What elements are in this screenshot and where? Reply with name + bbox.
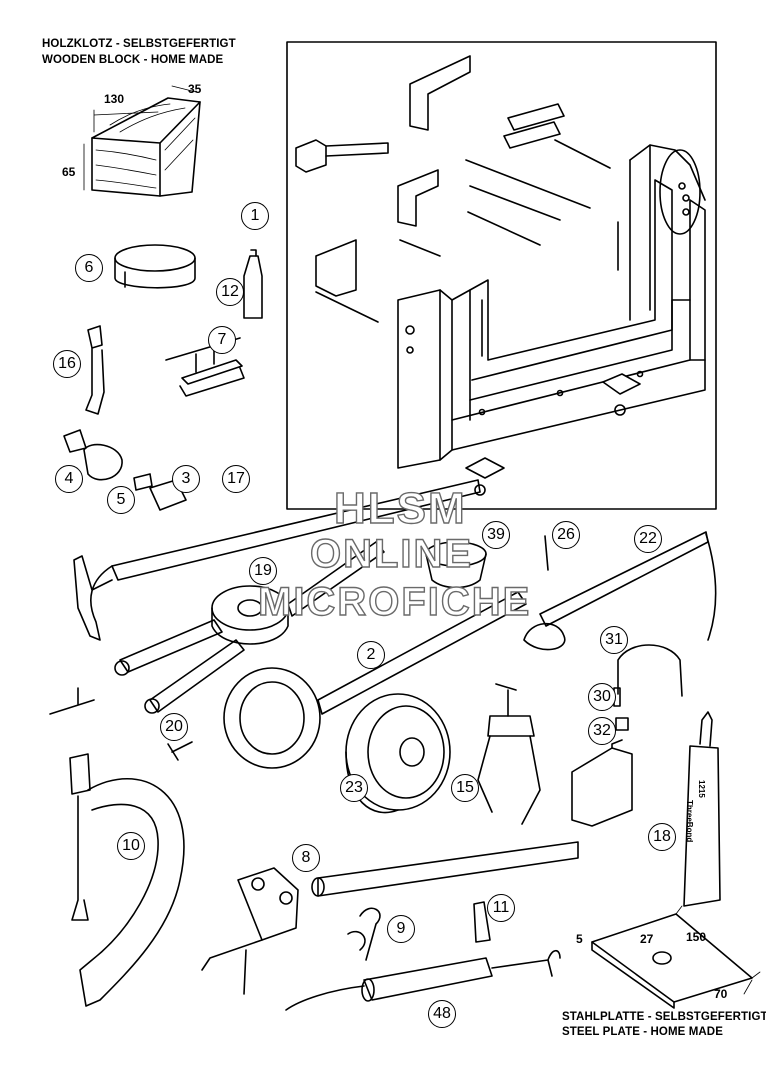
callout-48: 48 [428, 1000, 456, 1028]
callout-2: 2 [357, 641, 385, 669]
wood-caption-en: WOODEN BLOCK - HOME MADE [42, 54, 224, 66]
ring-drawing [115, 245, 195, 288]
watermark-line2: ONLINE [309, 531, 474, 576]
pin-26-drawing [545, 536, 548, 570]
bolt-20-drawing [168, 742, 192, 760]
threebond-brand-label: ThreeBond [685, 800, 694, 843]
callout-18: 18 [648, 823, 676, 851]
insert-11-drawing [474, 902, 490, 942]
stand-kit-drawing [296, 56, 705, 495]
callout-30: 30 [588, 683, 616, 711]
spanner-19-drawing [115, 542, 384, 713]
tool-9-drawing [348, 908, 380, 960]
callout-17: 17 [222, 465, 250, 493]
plate-thickness-label: 5 [576, 932, 583, 946]
callout-39: 39 [482, 521, 510, 549]
press-tool-drawing [50, 688, 184, 1006]
callout-7: 7 [208, 326, 236, 354]
callout-4: 4 [55, 465, 83, 493]
watermark-line3: MICROFICHE [257, 579, 532, 624]
callout-26: 26 [552, 521, 580, 549]
chain-wrench-drawing [524, 532, 716, 650]
plate-caption-de: STAHLPLATTE - SELBSTGEFERTIGT [562, 1011, 766, 1023]
watermark-line1: HLSM [333, 483, 467, 533]
bar-8-drawing [202, 842, 578, 994]
fork-tool-drawing [74, 480, 480, 640]
steel-plate-drawing [592, 906, 760, 1008]
callout-31: 31 [600, 626, 628, 654]
threebond-code-label: 1215 [697, 780, 706, 798]
callout-11: 11 [487, 894, 515, 922]
callout-20: 20 [160, 713, 188, 741]
callout-6: 6 [75, 254, 103, 282]
callout-19: 19 [249, 557, 277, 585]
flywheel-drawing [346, 694, 450, 813]
tool-7-drawing [166, 338, 244, 396]
block-depth-label: 35 [188, 82, 202, 96]
callout-9: 9 [387, 915, 415, 943]
callout-22: 22 [634, 525, 662, 553]
threebond-tube-drawing [684, 712, 720, 906]
puller-15-drawing [478, 684, 540, 824]
callout-1: 1 [241, 202, 269, 230]
ring-39-drawing [426, 542, 486, 588]
plate-width-label: 70 [714, 987, 728, 1001]
plate-length-label: 150 [686, 930, 707, 944]
plate-hole-label: 27 [640, 932, 654, 946]
seal-32-drawing [616, 718, 628, 730]
plate-caption-en: STEEL PLATE - HOME MADE [562, 1026, 723, 1038]
callout-10: 10 [117, 832, 145, 860]
callout-5: 5 [107, 486, 135, 514]
wooden-block-drawing [84, 86, 200, 196]
block-length-label: 130 [104, 92, 125, 106]
hook-31-drawing [618, 645, 682, 696]
oil-bottle-drawing [572, 740, 632, 826]
callout-8: 8 [292, 844, 320, 872]
callout-32: 32 [588, 717, 616, 745]
kit-frame [287, 42, 716, 509]
tube-12-drawing [244, 250, 262, 318]
puller-parts-drawing [64, 326, 186, 510]
grease-gun-drawing [286, 951, 560, 1010]
wood-caption-de: HOLZKLOTZ - SELBSTGEFERTIGT [42, 38, 236, 50]
callout-12: 12 [216, 278, 244, 306]
callout-15: 15 [451, 774, 479, 802]
clutch-holder-drawing [224, 592, 526, 768]
block-height-label: 65 [62, 165, 76, 179]
callout-23: 23 [340, 774, 368, 802]
callout-3: 3 [172, 465, 200, 493]
callout-16: 16 [53, 350, 81, 378]
